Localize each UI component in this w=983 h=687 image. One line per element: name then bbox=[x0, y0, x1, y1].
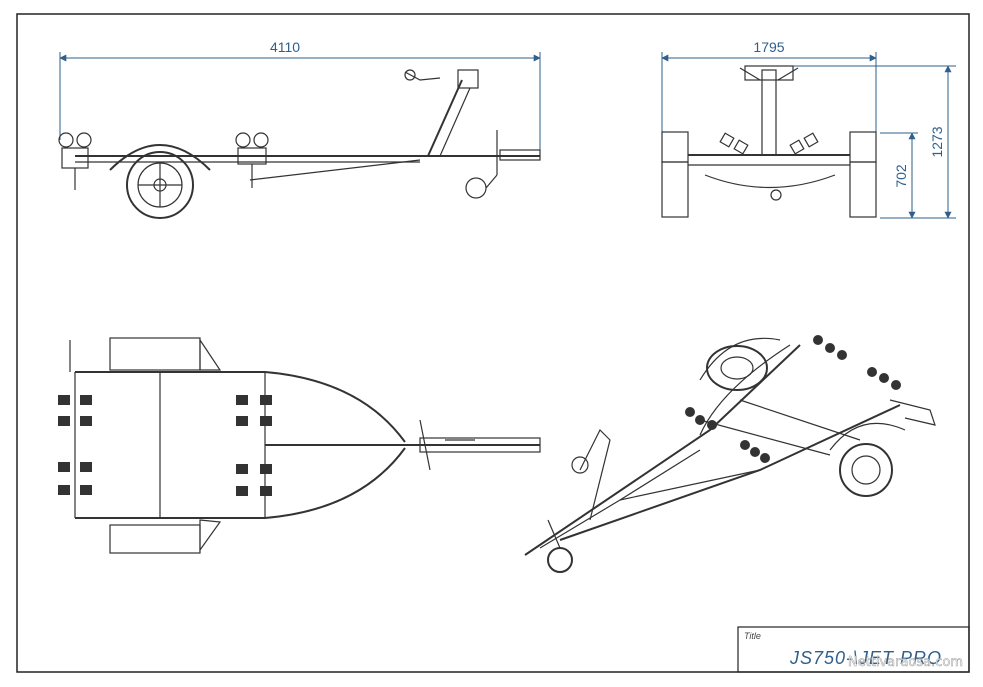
sheet-border bbox=[16, 13, 970, 673]
width-dimension: 1795 bbox=[753, 39, 784, 55]
drawing-title: JS750-\JET PRO bbox=[789, 648, 942, 668]
frame-height-dimension: 702 bbox=[893, 164, 909, 188]
side-view: 4110 bbox=[58, 39, 541, 219]
title-block: Title JS750-\JET PRO bbox=[737, 626, 970, 673]
length-dimension: 4110 bbox=[270, 39, 300, 55]
top-view bbox=[58, 337, 541, 554]
rear-view: 1795 1273 702 bbox=[661, 39, 956, 219]
overall-height-dimension: 1273 bbox=[929, 126, 945, 157]
isometric-view bbox=[524, 335, 936, 573]
watermark: Nettivaraosa.com bbox=[848, 655, 963, 670]
title-label: Title bbox=[744, 631, 761, 641]
